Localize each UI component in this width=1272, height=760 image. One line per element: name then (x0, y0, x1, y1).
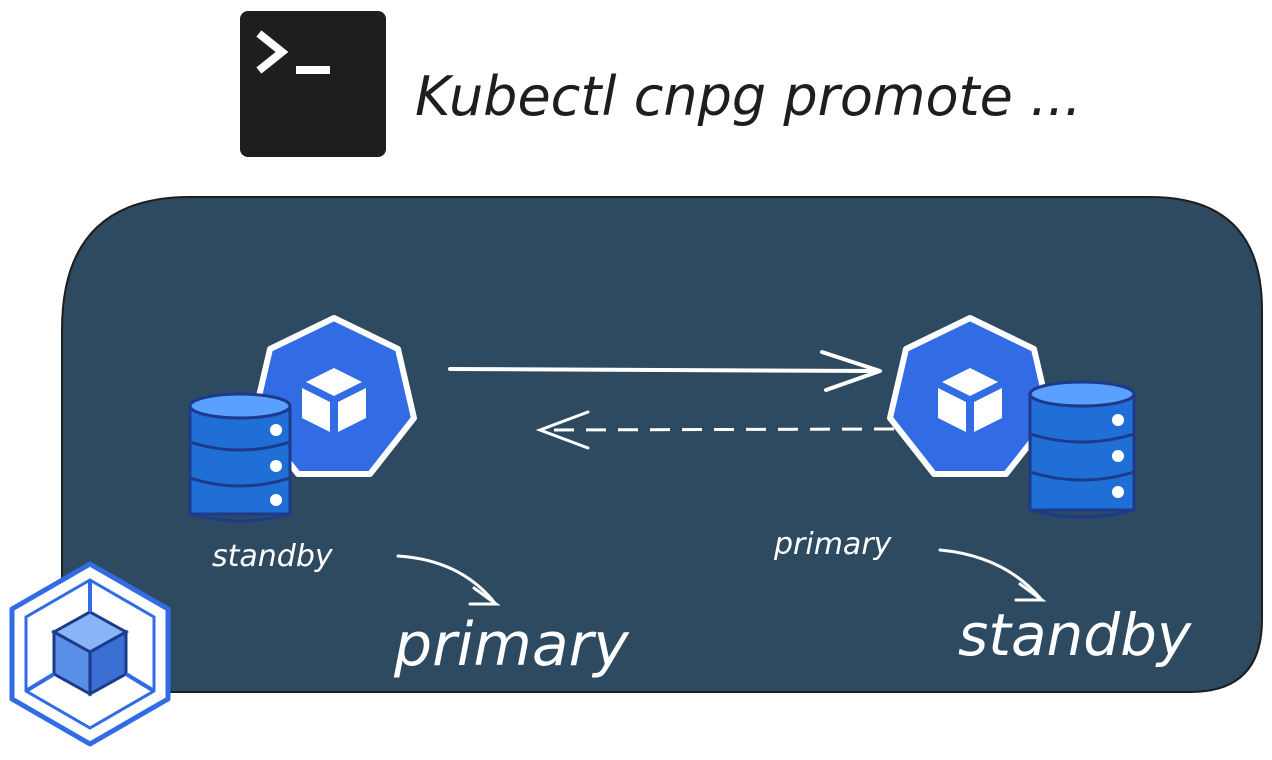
cluster-left: standby primary (188, 315, 630, 680)
terminal-prompt-icon (240, 11, 386, 157)
right-role-before: primary (773, 527, 893, 562)
replication-arrows (448, 350, 895, 450)
right-role-after: standby (958, 601, 1192, 669)
command-text: Kubectl cnpg promote ... (415, 65, 1082, 128)
kubernetes-pod-icon (887, 315, 1053, 477)
solid-arrow (448, 350, 882, 392)
left-role-after: primary (393, 610, 630, 680)
left-role-before: standby (212, 539, 334, 574)
database-stack-icon (188, 392, 292, 523)
dashed-arrow-head (535, 410, 590, 450)
dashed-arrow (544, 427, 895, 432)
right-transition-arrow (938, 548, 1047, 602)
cloudnativepg-hex-cube-logo (9, 561, 171, 747)
database-stack-icon (1028, 380, 1136, 519)
cluster-right: primary standby (773, 315, 1192, 669)
left-transition-arrow (396, 554, 501, 606)
kubernetes-pod-icon (251, 315, 417, 477)
